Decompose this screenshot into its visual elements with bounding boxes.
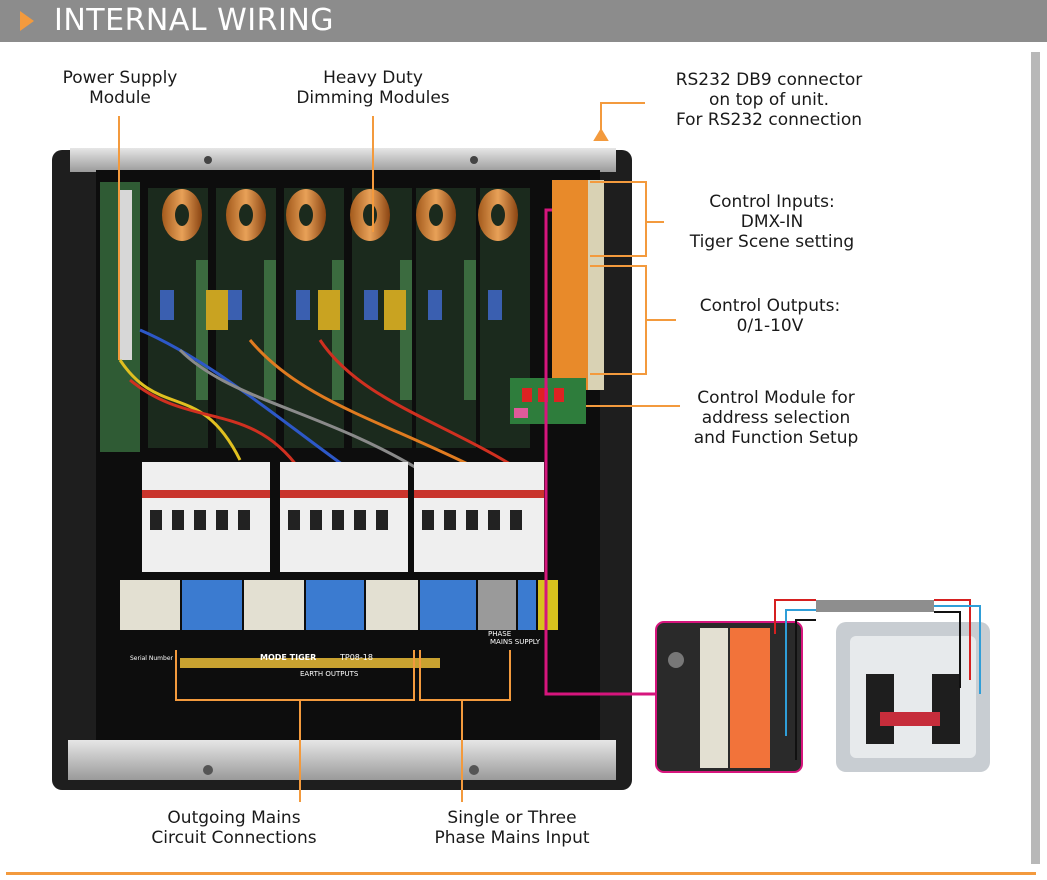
control-outputs-label: Control Outputs:0/1-10V: [699, 296, 841, 336]
phase-label: PHASE: [488, 630, 511, 638]
right-divider: [1031, 52, 1040, 864]
wall-plate: [836, 622, 990, 772]
cable: [816, 600, 934, 612]
dimming-modules: [148, 188, 530, 448]
brand-label: MODE TIGER: [260, 653, 316, 662]
bottom-rule: [6, 872, 1036, 875]
toroid-coils: [162, 189, 518, 241]
header-bar: INTERNAL WIRING: [0, 0, 1047, 42]
output-terminals: [120, 580, 558, 668]
callout-lines: [118, 102, 680, 802]
circuit-breakers: [142, 462, 544, 572]
play-arrow-icon: [20, 11, 34, 31]
control-terminal-strip: [510, 180, 604, 424]
page-title: INTERNAL WIRING: [54, 3, 335, 38]
mains-supply-label: MAINS SUPPLY: [490, 638, 541, 646]
earth-outputs-label: EARTH OUTPUTS: [300, 670, 359, 678]
serial-label: Serial Number: [130, 655, 174, 662]
model-label: TP08-18: [339, 653, 373, 662]
magenta-link: [544, 208, 656, 696]
wires: [118, 328, 521, 472]
terminal-inset: [655, 621, 803, 773]
